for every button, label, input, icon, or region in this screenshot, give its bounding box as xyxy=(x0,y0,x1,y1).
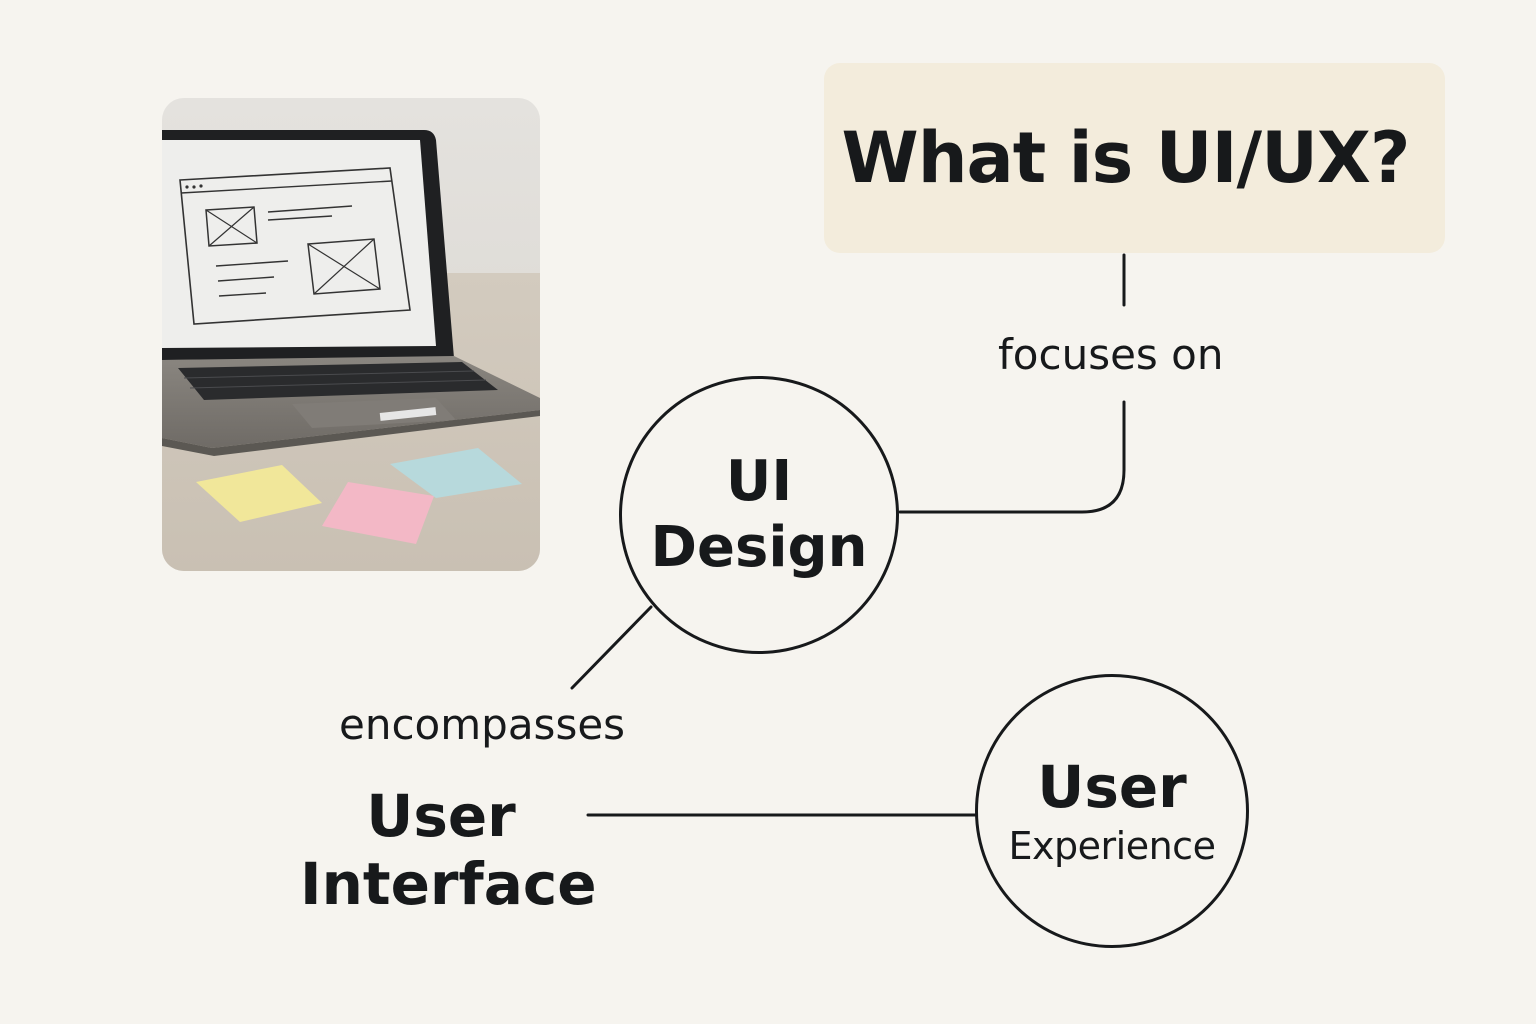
edge-label-focuses-on: focuses on xyxy=(998,330,1224,379)
edge-label-encompasses: encompasses xyxy=(339,700,626,749)
node-user-interface: User Interface xyxy=(300,782,597,918)
node-user-experience-line2: Experience xyxy=(1008,824,1216,868)
laptop-photo xyxy=(162,98,540,571)
title-box: What is UI/UX? xyxy=(824,63,1445,253)
yellow-sticky-note xyxy=(196,465,322,522)
node-user-interface-line2: Interface xyxy=(300,850,597,918)
node-ui-design-line1: UI xyxy=(725,449,793,514)
pink-sticky-note xyxy=(322,482,434,544)
connector-ui-design-to-encompasses xyxy=(570,605,653,690)
node-user-experience: User Experience xyxy=(975,674,1249,948)
blue-sticky-note xyxy=(390,448,522,498)
node-ui-design-line2: Design xyxy=(650,515,868,580)
node-user-interface-line1: User xyxy=(366,782,516,850)
node-user-experience-line1: User xyxy=(1037,753,1187,821)
diagram-title: What is UI/UX? xyxy=(841,117,1410,199)
node-ui-design: UI Design xyxy=(619,376,899,654)
connector-label-to-ui-design xyxy=(898,400,1126,514)
